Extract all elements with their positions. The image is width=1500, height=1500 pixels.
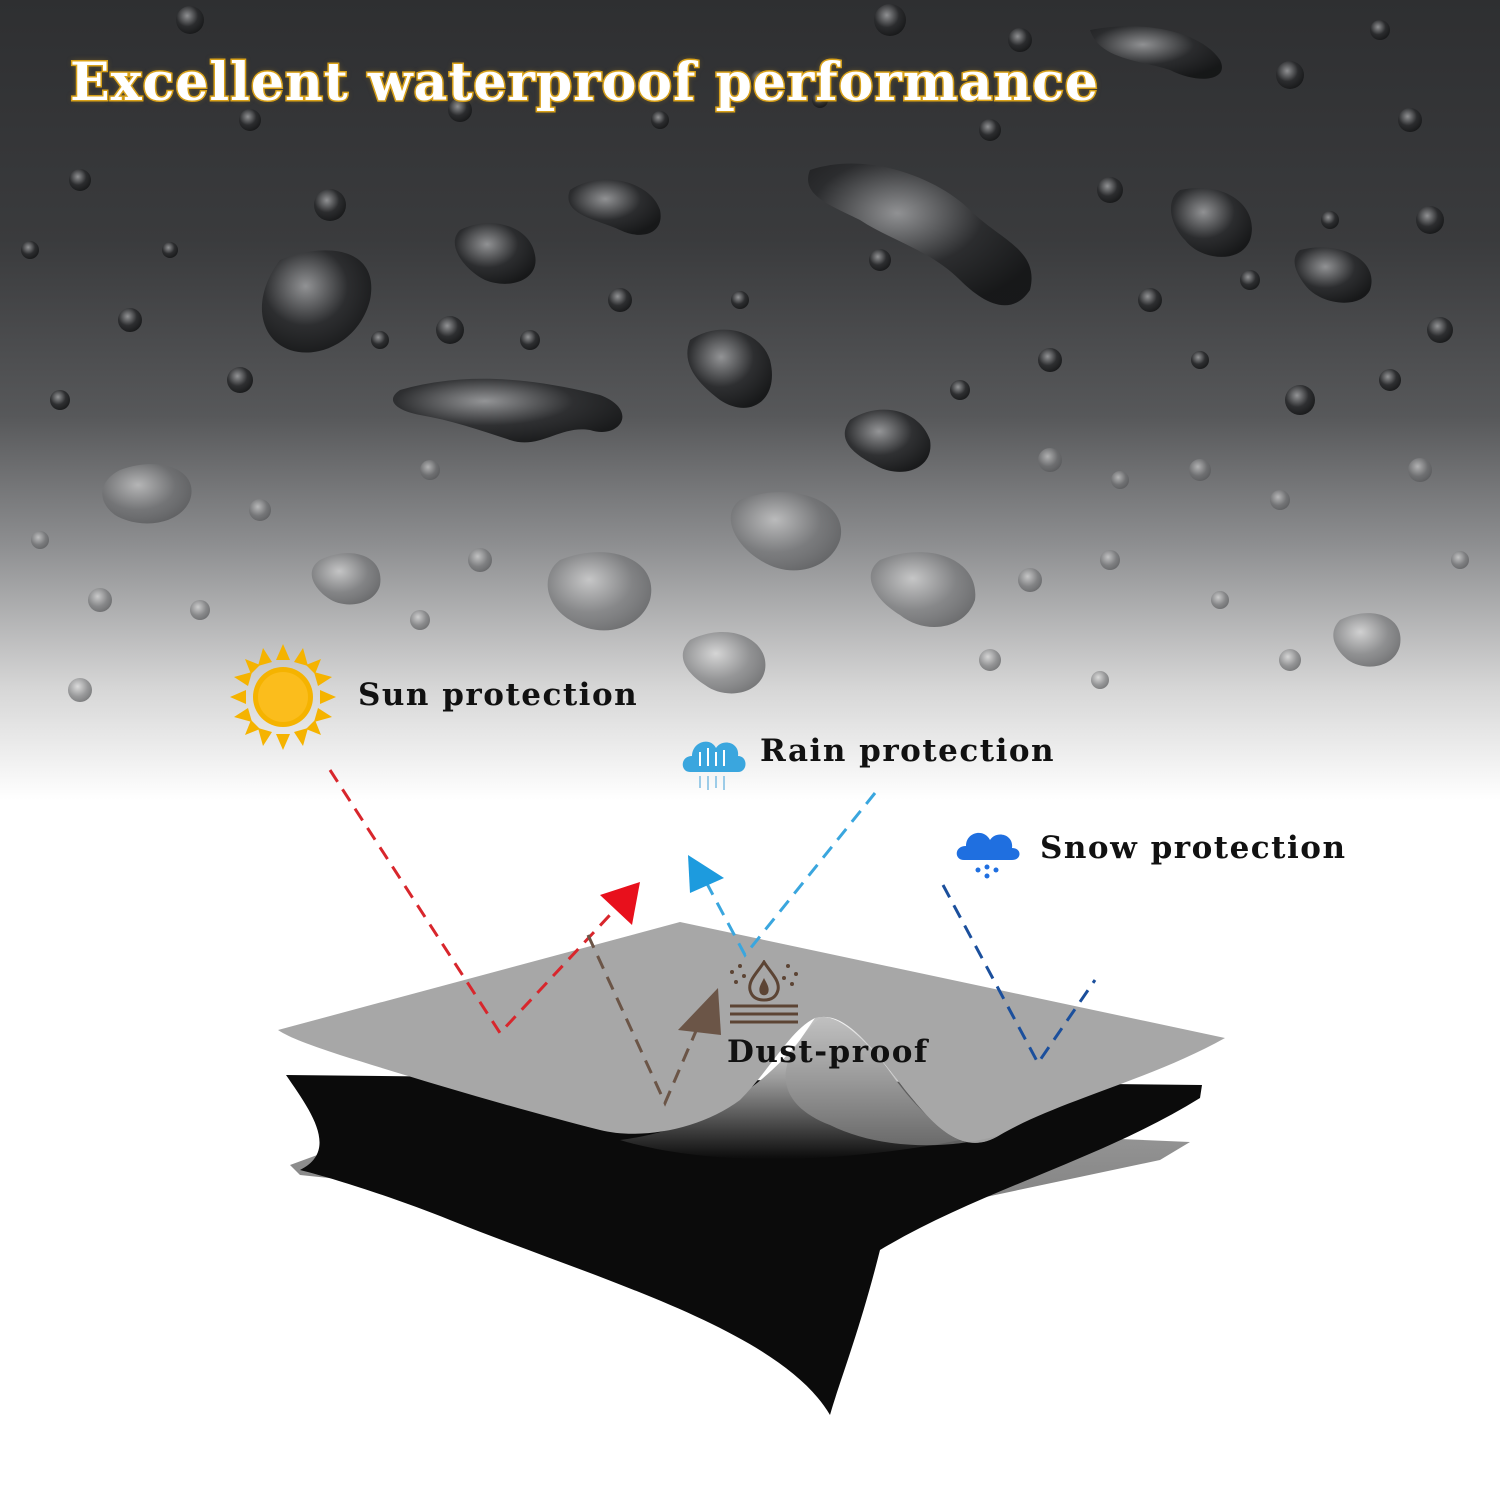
top-fabric-layer bbox=[278, 922, 1225, 1143]
dust-proof-icon bbox=[730, 960, 798, 1024]
sun-reflection-arrow bbox=[328, 769, 640, 1036]
middle-fabric-layer bbox=[286, 1075, 1202, 1415]
snow-cloud-icon bbox=[956, 832, 1020, 879]
dust-reflection-arrow bbox=[586, 934, 721, 1107]
headline: Excellent waterproof performance bbox=[68, 51, 1100, 115]
rain-cloud-icon bbox=[682, 741, 746, 790]
water-droplets bbox=[21, 4, 1469, 702]
dust-proof-label: Dust-proof bbox=[727, 1034, 929, 1070]
sun-icon bbox=[230, 644, 336, 750]
rain-protection-label: Rain protection bbox=[760, 733, 1056, 769]
rain-reflection-arrow bbox=[688, 792, 877, 958]
snow-protection-label: Snow protection bbox=[1040, 830, 1347, 866]
sun-protection-label: Sun protection bbox=[358, 677, 639, 713]
